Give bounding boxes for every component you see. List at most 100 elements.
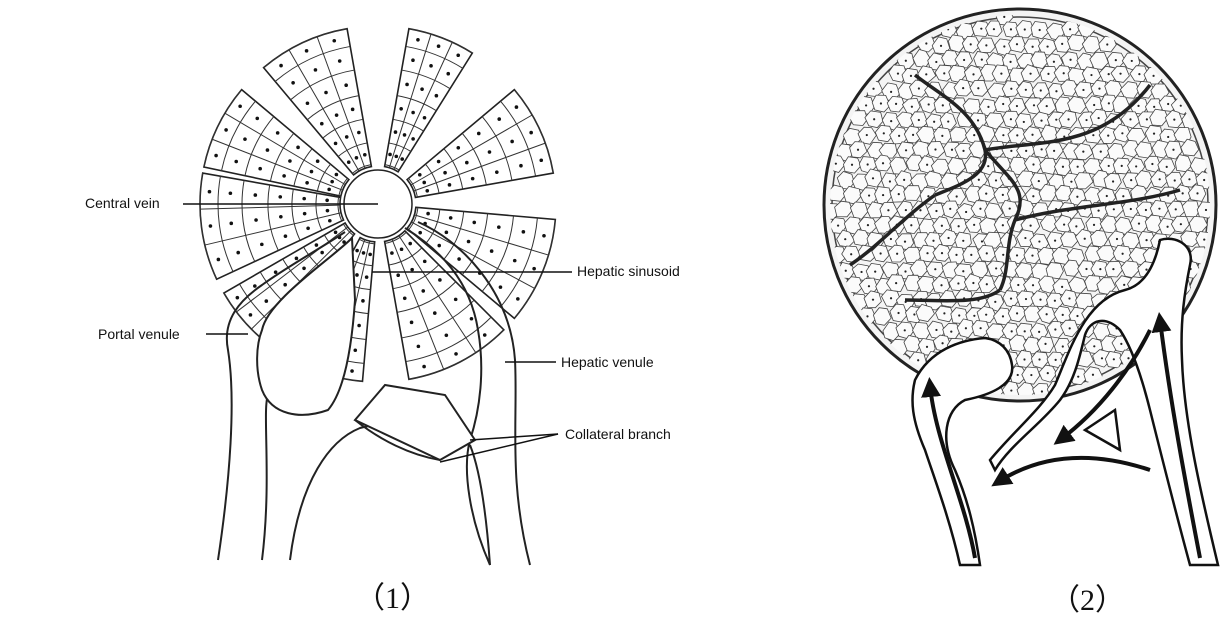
- cell-nucleus: [1002, 102, 1005, 106]
- cell-nucleus: [1151, 162, 1154, 166]
- vessel-junction: [1082, 407, 1122, 453]
- cell-nucleus: [910, 224, 913, 227]
- flow-arrow-branch-down: [1053, 329, 1152, 445]
- cell-wall: [461, 213, 489, 276]
- hepatocyte: [1023, 305, 1043, 323]
- cell-nucleus: [879, 102, 883, 105]
- cell-nucleus: [532, 266, 536, 271]
- cell-nucleus: [917, 359, 920, 362]
- cell-nucleus: [955, 195, 958, 198]
- cell-nucleus: [1010, 389, 1013, 392]
- cell-wall: [200, 204, 341, 210]
- cell-nucleus: [940, 284, 943, 287]
- hepatocyte: [1073, 172, 1094, 190]
- cell-nucleus: [836, 224, 840, 227]
- cell-nucleus: [319, 121, 324, 126]
- cell-nucleus: [950, 330, 953, 333]
- label-collateral-branch: Collateral branch: [565, 426, 671, 442]
- hepatocyte: [872, 307, 892, 326]
- cell-nucleus: [1053, 239, 1057, 242]
- cell-wall: [338, 177, 348, 196]
- cell-nucleus: [979, 327, 982, 330]
- cell-nucleus: [1203, 178, 1206, 182]
- cell-wall: [500, 217, 538, 308]
- cell-nucleus: [1107, 72, 1110, 76]
- cell-wall: [397, 281, 457, 313]
- cell-nucleus: [850, 253, 853, 256]
- cell-nucleus: [465, 160, 469, 165]
- hepatocyte: [1016, 382, 1036, 395]
- cell-nucleus: [985, 283, 988, 286]
- cell-nucleus: [911, 133, 915, 136]
- cell-nucleus: [420, 87, 424, 91]
- cell-nucleus: [320, 250, 324, 255]
- cell-nucleus: [994, 300, 997, 303]
- cell-nucleus: [1082, 150, 1085, 153]
- cell-nucleus: [973, 314, 976, 317]
- cell-wall: [388, 247, 423, 266]
- hepatocyte: [916, 275, 937, 294]
- hepatocyte: [984, 112, 1005, 130]
- cell-nucleus: [1029, 72, 1032, 75]
- cell-nucleus: [1039, 298, 1042, 301]
- cell-nucleus: [330, 179, 334, 184]
- cell-nucleus: [1008, 207, 1011, 210]
- cell-nucleus: [958, 314, 961, 317]
- hepatocyte: [849, 201, 869, 220]
- cell-nucleus: [456, 145, 461, 150]
- cell-nucleus: [873, 118, 876, 121]
- cell-nucleus: [1188, 178, 1191, 181]
- panel-right-diagram: （2）: [822, 7, 1220, 617]
- cell-nucleus: [1121, 132, 1124, 135]
- cell-nucleus: [866, 315, 869, 318]
- hepatocyte: [1067, 34, 1087, 52]
- cell-nucleus: [282, 174, 286, 178]
- cell-nucleus: [487, 150, 492, 154]
- flow-arrow-collateral: [991, 455, 1151, 487]
- cell-nucleus: [1145, 239, 1148, 242]
- cell-wall: [408, 177, 418, 198]
- cell-nucleus: [1076, 314, 1079, 318]
- leader-collateral-branch-a: [469, 433, 559, 441]
- cell-nucleus: [399, 106, 403, 111]
- cell-nucleus: [529, 130, 533, 135]
- cell-nucleus: [305, 101, 310, 106]
- cell-nucleus: [1172, 148, 1175, 151]
- cell-wall: [291, 188, 301, 241]
- cell-nucleus: [1010, 330, 1013, 333]
- cell-nucleus: [881, 162, 885, 165]
- cell-nucleus: [1119, 72, 1122, 75]
- cell-nucleus: [896, 252, 899, 255]
- cell-nucleus: [1003, 15, 1006, 18]
- cell-wall: [199, 173, 218, 280]
- cell-nucleus: [470, 176, 475, 181]
- cell-nucleus: [856, 148, 860, 151]
- portal-venule-outer-wall: [217, 231, 346, 561]
- cell-wall: [384, 231, 407, 244]
- cell-nucleus: [315, 159, 320, 164]
- cell-nucleus: [871, 298, 875, 301]
- cell-nucleus: [949, 207, 952, 210]
- cell-nucleus: [495, 170, 499, 174]
- cell-nucleus: [889, 237, 893, 241]
- cell-nucleus: [897, 311, 900, 315]
- cell-nucleus: [279, 214, 283, 219]
- cell-nucleus: [448, 216, 453, 220]
- cell-nucleus: [1076, 165, 1079, 168]
- cell-nucleus: [1106, 43, 1109, 46]
- cell-nucleus: [1181, 192, 1184, 195]
- cell-nucleus: [216, 257, 221, 262]
- cell-nucleus: [410, 267, 414, 272]
- cell-nucleus: [1055, 90, 1058, 93]
- cell-nucleus: [1092, 223, 1096, 226]
- cell-wall: [316, 163, 331, 192]
- cell-nucleus: [935, 328, 938, 332]
- cell-nucleus: [1203, 238, 1206, 241]
- cell-nucleus: [309, 169, 314, 174]
- hepatocyte: [866, 201, 885, 219]
- hepatocyte: [1060, 79, 1079, 97]
- cell-nucleus: [357, 130, 361, 135]
- cell-nucleus: [1054, 328, 1057, 331]
- cell-nucleus: [935, 60, 938, 64]
- cell-nucleus: [850, 163, 854, 166]
